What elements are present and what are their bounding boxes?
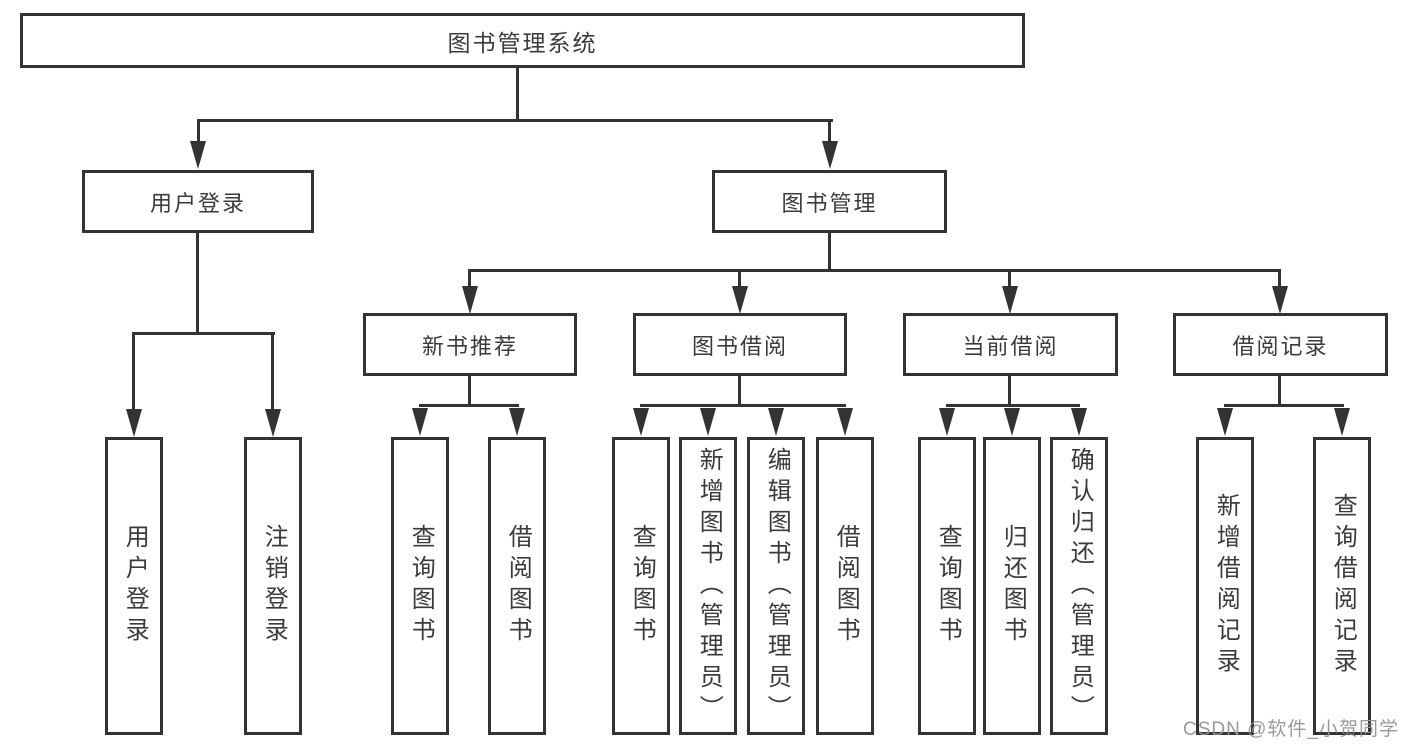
node-label: 新增借阅记录 bbox=[1212, 493, 1240, 679]
arrowhead-leaf-logout bbox=[265, 409, 281, 437]
leaf-br-query-record: 查询借阅记录 bbox=[1313, 437, 1371, 735]
node-label: 新增图书（管理员） bbox=[695, 446, 723, 726]
node-label: 查询图书 bbox=[934, 524, 962, 648]
arrowhead-bb-edit-books bbox=[768, 408, 784, 436]
node-label: 图书管理系统 bbox=[447, 29, 598, 56]
node-label: 借阅图书 bbox=[504, 524, 532, 648]
node-label: 新书推荐 bbox=[421, 333, 518, 359]
node-label: 注销登录 bbox=[260, 524, 288, 648]
arrowhead-cb-query-books bbox=[939, 408, 955, 436]
arrowhead-nbr-query-books bbox=[412, 408, 428, 436]
node-label: 用户登录 bbox=[121, 524, 149, 648]
node-label: 查询图书 bbox=[407, 524, 435, 648]
node-label: 编辑图书（管理员） bbox=[763, 446, 791, 726]
node-label: 查询借阅记录 bbox=[1329, 493, 1357, 679]
connector-book-management-trunk bbox=[828, 233, 831, 272]
node-current-borrowing: 当前借阅 bbox=[903, 313, 1118, 376]
leaf-cb-confirm-return-admin: 确认归还（管理员） bbox=[1050, 437, 1108, 735]
arrowhead-current-borrowing bbox=[1002, 286, 1018, 314]
node-label: 借阅图书 bbox=[832, 524, 860, 648]
leaf-bb-borrow-books: 借阅图书 bbox=[816, 437, 874, 735]
arrowhead-new-book bbox=[462, 286, 478, 314]
arrowhead-bb-borrow-books bbox=[837, 408, 853, 436]
node-label: 图书管理 bbox=[781, 190, 878, 216]
arrowhead-cb-return-books bbox=[1004, 408, 1020, 436]
connector-current-borrowing-trunk bbox=[1008, 376, 1011, 407]
arrowhead-borrowing-records bbox=[1272, 286, 1288, 314]
connector-current-borrowing-branch bbox=[946, 404, 1080, 407]
node-label: 确认归还（管理员） bbox=[1066, 446, 1094, 726]
connector-root-trunk bbox=[516, 68, 519, 121]
arrowhead-book-borrowing bbox=[732, 286, 748, 314]
connector-borrowing-records-branch bbox=[1224, 404, 1344, 407]
leaf-user-login: 用户登录 bbox=[105, 437, 163, 735]
node-borrowing-records: 借阅记录 bbox=[1173, 313, 1388, 376]
connector-borrowing-records-trunk bbox=[1278, 376, 1281, 407]
connector-new-book-branch bbox=[419, 404, 519, 407]
leaf-cb-query-books: 查询图书 bbox=[918, 437, 976, 735]
arrowhead-nbr-borrow-books bbox=[509, 408, 525, 436]
connector-stem-book-borrowing bbox=[738, 269, 741, 287]
leaf-cb-return-books: 归还图书 bbox=[983, 437, 1041, 735]
leaf-nbr-query-books: 查询图书 bbox=[391, 437, 449, 735]
leaf-nbr-borrow-books: 借阅图书 bbox=[488, 437, 546, 735]
csdn-watermark: CSDN @软件_小贺同学 bbox=[1183, 719, 1399, 740]
connector-stem-leaf-logout bbox=[271, 332, 274, 410]
node-label: 借阅记录 bbox=[1232, 333, 1329, 359]
node-user-login: 用户登录 bbox=[82, 170, 314, 233]
leaf-logout: 注销登录 bbox=[244, 437, 302, 735]
arrowhead-bb-add-books bbox=[700, 408, 716, 436]
connector-stem-new-book bbox=[468, 269, 471, 287]
node-new-book-recommend: 新书推荐 bbox=[363, 313, 577, 376]
node-book-borrowing: 图书借阅 bbox=[633, 313, 847, 376]
arrowhead-leaf-user-login bbox=[126, 409, 142, 437]
node-library-management-system: 图书管理系统 bbox=[20, 13, 1025, 68]
arrowhead-cb-confirm-return bbox=[1071, 408, 1087, 436]
connector-book-management-branch bbox=[468, 269, 1281, 272]
connector-user-login-trunk bbox=[196, 233, 199, 335]
arrowhead-book-management bbox=[822, 141, 838, 169]
connector-stem-borrowing-records bbox=[1278, 269, 1281, 287]
leaf-br-add-record: 新增借阅记录 bbox=[1196, 437, 1254, 735]
node-label: 图书借阅 bbox=[691, 333, 788, 359]
leaf-bb-add-books-admin: 新增图书（管理员） bbox=[679, 437, 737, 735]
connector-book-borrowing-trunk bbox=[738, 376, 741, 407]
arrowhead-bb-query-books bbox=[633, 408, 649, 436]
connector-root-branch bbox=[197, 119, 833, 122]
leaf-bb-edit-books-admin: 编辑图书（管理员） bbox=[747, 437, 805, 735]
node-label: 归还图书 bbox=[999, 524, 1027, 648]
connector-new-book-trunk bbox=[468, 376, 471, 407]
connector-user-login-branch bbox=[133, 332, 275, 335]
leaf-bb-query-books: 查询图书 bbox=[612, 437, 670, 735]
node-label: 当前借阅 bbox=[962, 333, 1059, 359]
node-label: 用户登录 bbox=[149, 190, 246, 216]
node-label: 查询图书 bbox=[628, 524, 656, 648]
connector-stem-leaf-user-login bbox=[132, 332, 135, 410]
connector-book-borrowing-branch bbox=[640, 404, 846, 407]
connector-stem-user-login bbox=[197, 119, 200, 144]
node-book-management: 图书管理 bbox=[712, 170, 947, 233]
arrowhead-user-login bbox=[190, 141, 206, 169]
arrowhead-br-add-record bbox=[1217, 408, 1233, 436]
connector-stem-book-management bbox=[828, 119, 831, 144]
connector-stem-current-borrowing bbox=[1008, 269, 1011, 287]
arrowhead-br-query-record bbox=[1334, 408, 1350, 436]
